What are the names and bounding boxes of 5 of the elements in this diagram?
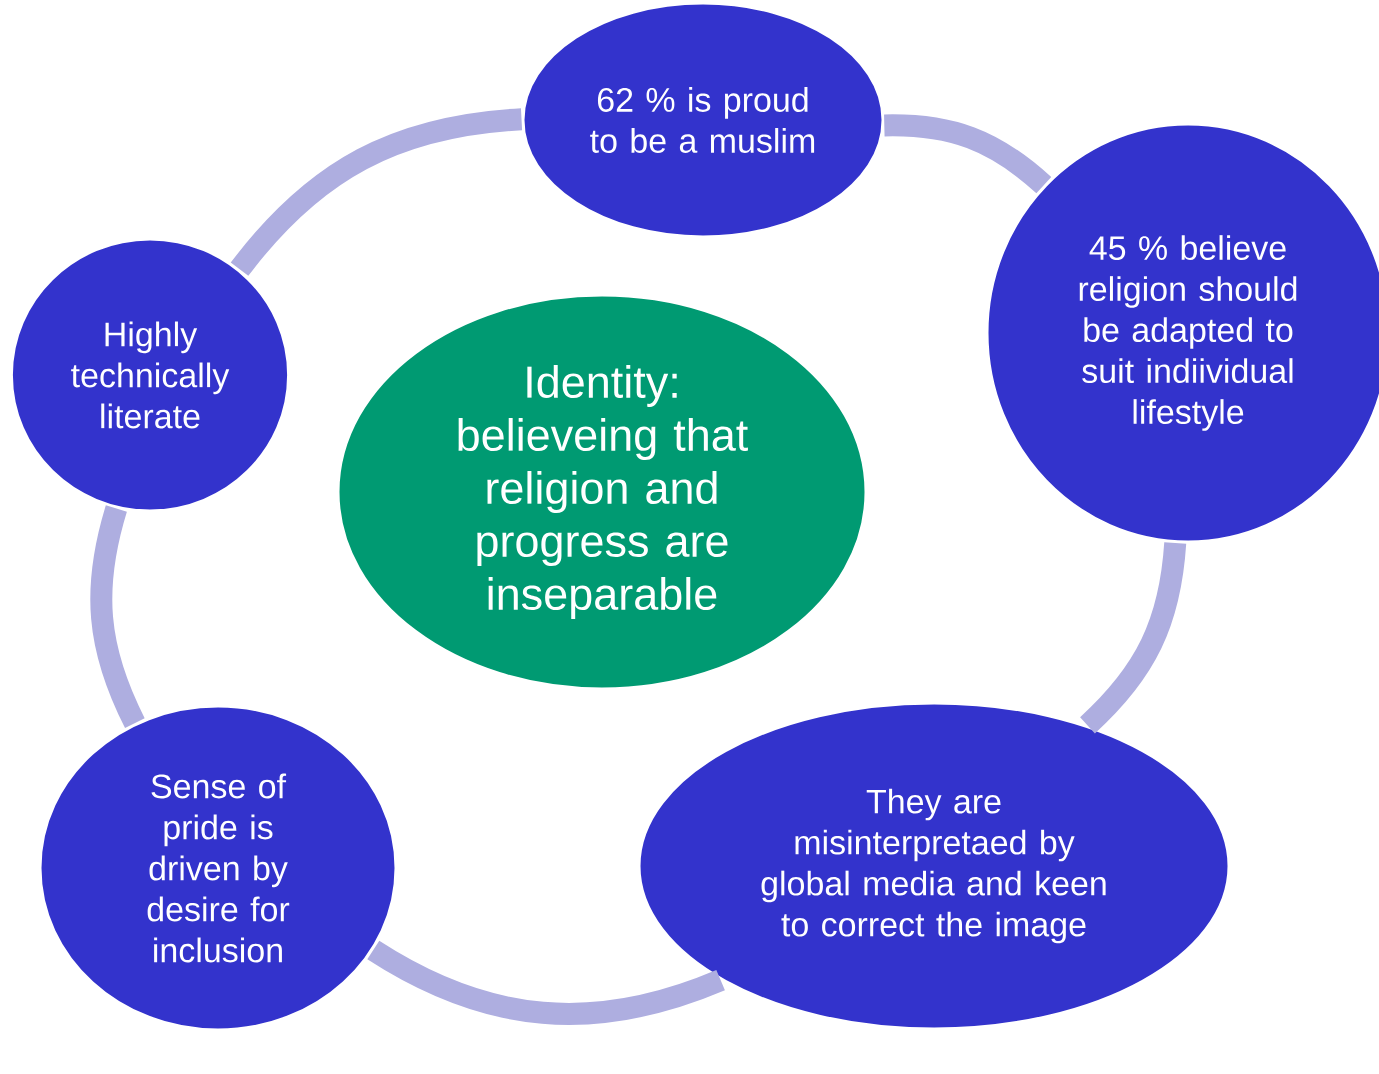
ring-arc [367, 940, 725, 1025]
ring-arc [90, 505, 145, 728]
ring-arc [1079, 542, 1187, 734]
ring-arc [230, 108, 523, 277]
ring-arc [884, 114, 1052, 194]
